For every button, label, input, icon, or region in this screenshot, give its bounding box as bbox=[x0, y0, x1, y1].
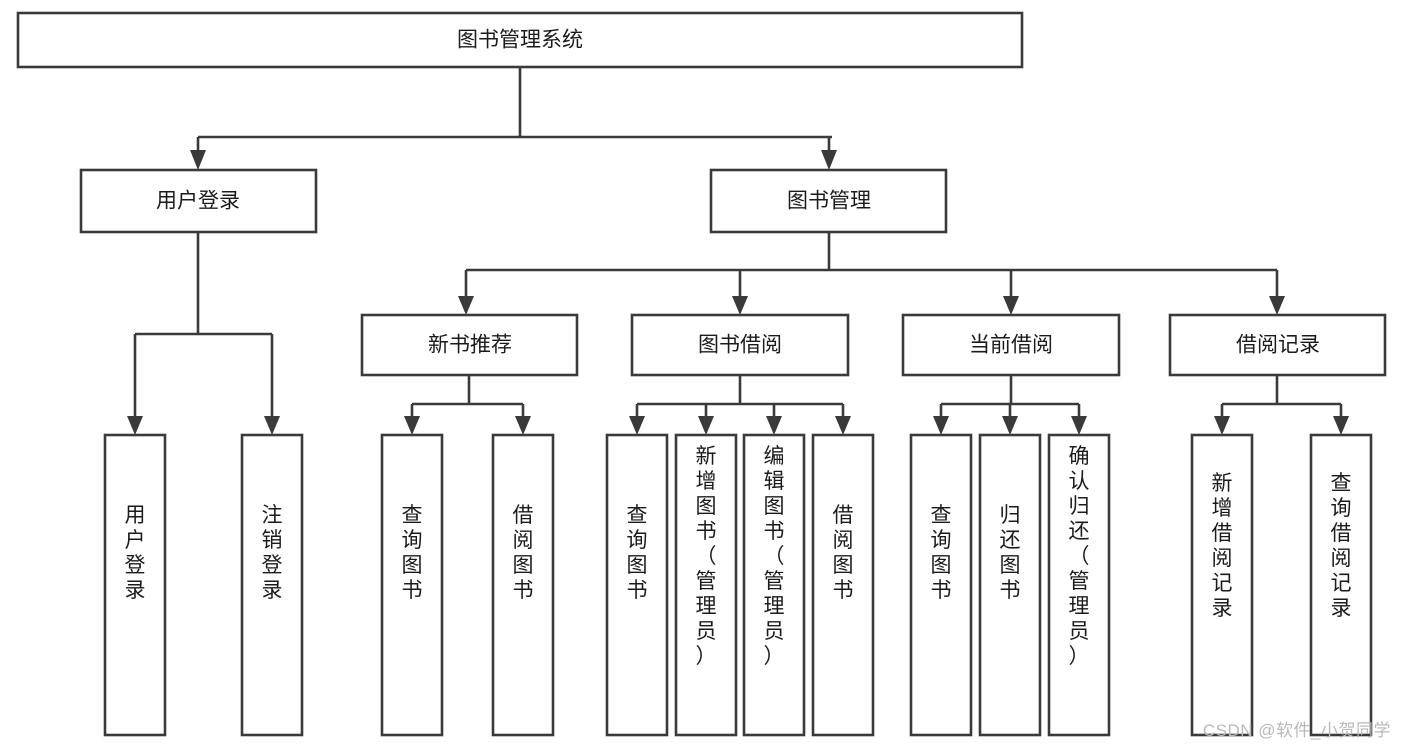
node-leaf-2[interactable]: 注销登录 bbox=[240, 433, 304, 737]
node-root-box[interactable] bbox=[16, 11, 1024, 69]
node-leaf-8-box[interactable] bbox=[811, 433, 875, 737]
node-book-manage-box[interactable] bbox=[709, 168, 948, 234]
node-leaf-7-box[interactable] bbox=[742, 433, 806, 737]
arrowhead-leaf5 bbox=[629, 416, 645, 435]
node-leaf-12-box[interactable] bbox=[1190, 433, 1254, 737]
node-new-book-rec-label: 新书推荐 bbox=[428, 334, 512, 357]
node-borrow-record-label: 借阅记录 bbox=[1236, 334, 1320, 357]
node-leaf-4[interactable]: 借阅图书 bbox=[491, 433, 555, 737]
node-leaf-3[interactable]: 查询图书 bbox=[380, 433, 444, 737]
node-leaf-5[interactable]: 查询图书 bbox=[605, 433, 669, 737]
node-leaf-1-box[interactable] bbox=[103, 433, 167, 737]
node-leaf-3-box[interactable] bbox=[380, 433, 444, 737]
node-leaf-13-box[interactable] bbox=[1309, 433, 1373, 737]
node-leaf-6-label: 新增图书（管理员） bbox=[696, 445, 717, 668]
arrowhead-newbook bbox=[458, 296, 474, 315]
node-leaf-1[interactable]: 用户登录 bbox=[103, 433, 167, 737]
arrowhead-leaf13 bbox=[1333, 416, 1349, 435]
arrowhead-leaf2 bbox=[264, 416, 280, 435]
node-user-login-label: 用户登录 bbox=[156, 190, 240, 213]
arrowhead-leaf3 bbox=[404, 416, 420, 435]
node-leaf-5-box[interactable] bbox=[605, 433, 669, 737]
node-new-book-rec-box[interactable] bbox=[360, 313, 579, 377]
node-leaf-2-label: 注销登录 bbox=[262, 504, 283, 602]
node-user-login[interactable]: 用户登录 bbox=[79, 168, 318, 234]
node-user-login-box[interactable] bbox=[79, 168, 318, 234]
node-leaf-3-label: 查询图书 bbox=[402, 504, 423, 602]
node-leaf-4-label: 借阅图书 bbox=[513, 504, 534, 602]
node-leaf-10-box[interactable] bbox=[978, 433, 1042, 737]
arrowhead-user-login bbox=[190, 150, 206, 170]
arrowhead-leaf10 bbox=[1002, 416, 1018, 435]
node-leaf-9-label: 查询图书 bbox=[931, 504, 952, 602]
node-root-label: 图书管理系统 bbox=[457, 29, 583, 52]
arrowhead-currentborrow bbox=[1003, 296, 1019, 315]
node-leaf-8-label: 借阅图书 bbox=[833, 504, 854, 602]
node-leaf-11-label: 确认归还（管理员） bbox=[1069, 445, 1090, 668]
arrowhead-borrowrecord bbox=[1269, 296, 1285, 315]
arrowhead-leaf4 bbox=[515, 416, 531, 435]
node-book-borrow[interactable]: 图书借阅 bbox=[630, 313, 850, 377]
node-book-borrow-box[interactable] bbox=[630, 313, 850, 377]
arrowhead-book-manage bbox=[821, 150, 837, 170]
node-leaf-5-label: 查询图书 bbox=[627, 504, 648, 602]
node-leaf-9[interactable]: 查询图书 bbox=[909, 433, 973, 737]
node-leaf-11[interactable]: 确认归还（管理员） bbox=[1047, 433, 1111, 737]
arrowhead-leaf6 bbox=[698, 416, 714, 435]
node-current-borrow[interactable]: 当前借阅 bbox=[901, 313, 1121, 377]
node-leaf-7[interactable]: 编辑图书（管理员） bbox=[742, 433, 806, 737]
node-leaf-4-box[interactable] bbox=[491, 433, 555, 737]
connector-layer bbox=[127, 67, 1349, 435]
node-leaf-11-box[interactable] bbox=[1047, 433, 1111, 737]
arrowhead-leaf9 bbox=[933, 416, 949, 435]
arrowhead-leaf1 bbox=[127, 416, 143, 435]
node-leaf-12[interactable]: 新增借阅记录 bbox=[1190, 433, 1254, 737]
node-leaf-7-label: 编辑图书（管理员） bbox=[764, 445, 785, 668]
arrowhead-bookborrow bbox=[732, 296, 748, 315]
node-leaf-12-label: 新增借阅记录 bbox=[1212, 472, 1233, 620]
node-leaf-8[interactable]: 借阅图书 bbox=[811, 433, 875, 737]
node-new-book-rec[interactable]: 新书推荐 bbox=[360, 313, 579, 377]
node-book-manage[interactable]: 图书管理 bbox=[709, 168, 948, 234]
node-current-borrow-box[interactable] bbox=[901, 313, 1121, 377]
node-current-borrow-label: 当前借阅 bbox=[969, 334, 1053, 357]
node-book-manage-label: 图书管理 bbox=[787, 190, 871, 213]
arrowhead-leaf12 bbox=[1214, 416, 1230, 435]
node-leaf-13-label: 查询借阅记录 bbox=[1331, 472, 1352, 620]
node-leaf-6-box[interactable] bbox=[674, 433, 738, 737]
arrowhead-leaf7 bbox=[766, 416, 782, 435]
node-leaf-1-label: 用户登录 bbox=[125, 504, 146, 602]
arrowhead-leaf11 bbox=[1071, 416, 1087, 435]
node-book-borrow-label: 图书借阅 bbox=[698, 334, 782, 357]
node-leaf-10-label: 归还图书 bbox=[1000, 504, 1021, 602]
node-borrow-record-box[interactable] bbox=[1168, 313, 1387, 377]
node-leaf-2-box[interactable] bbox=[240, 433, 304, 737]
node-borrow-record[interactable]: 借阅记录 bbox=[1168, 313, 1387, 377]
node-leaf-13[interactable]: 查询借阅记录 bbox=[1309, 433, 1373, 737]
node-leaf-10[interactable]: 归还图书 bbox=[978, 433, 1042, 737]
arrowhead-leaf8 bbox=[835, 416, 851, 435]
node-leaf-6[interactable]: 新增图书（管理员） bbox=[674, 433, 738, 737]
node-leaf-9-box[interactable] bbox=[909, 433, 973, 737]
node-root[interactable]: 图书管理系统 bbox=[16, 11, 1024, 69]
